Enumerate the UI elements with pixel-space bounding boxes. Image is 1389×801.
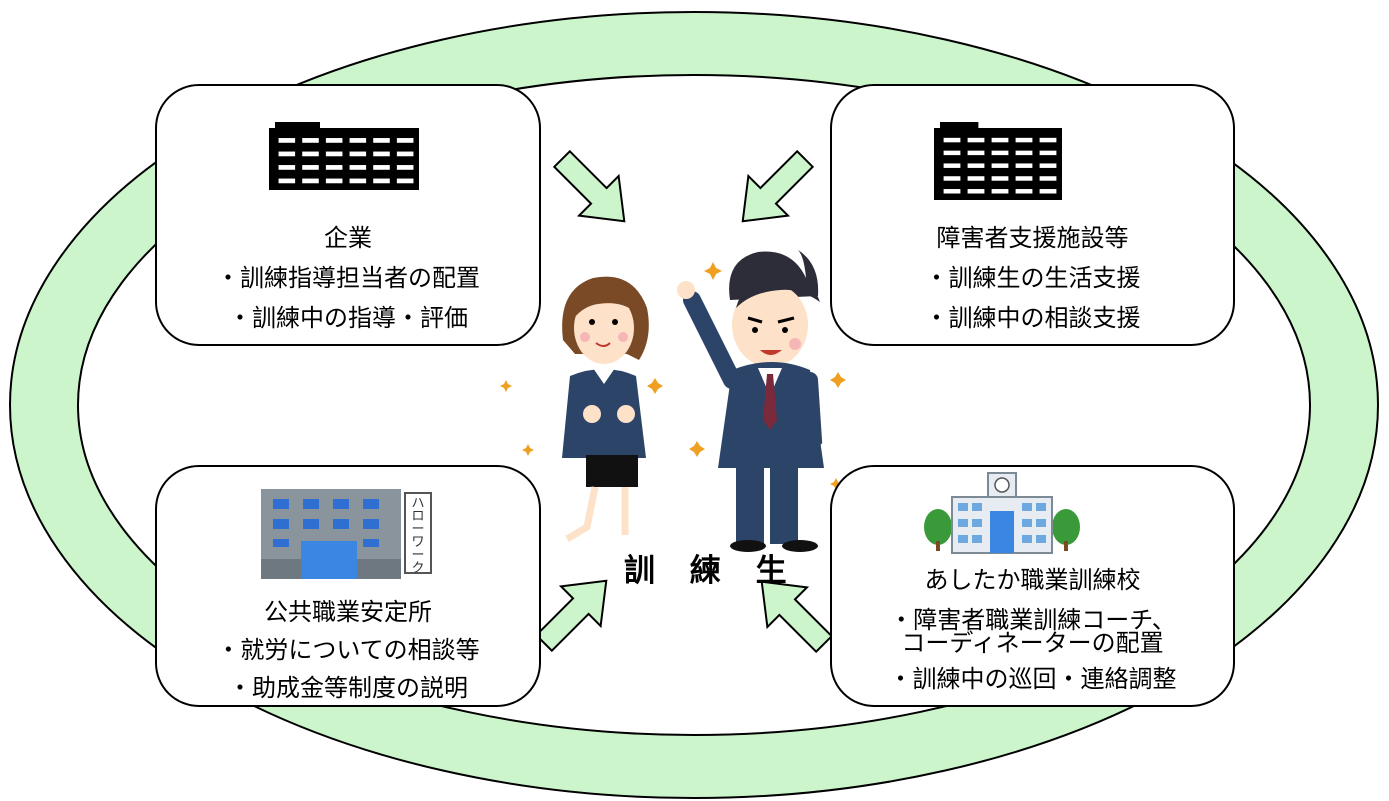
hello-work-title: 公共職業安定所 — [264, 598, 432, 626]
company-item-1: ・訓練指導担当者の配置 — [216, 264, 480, 292]
company-item-2: ・訓練中の指導・評価 — [228, 304, 468, 332]
school-building-icon — [924, 472, 1080, 554]
support-facility-title: 障害者支援施設等 — [936, 224, 1129, 252]
school-item-2: コーディネーターの配置 — [901, 629, 1164, 657]
hello-work-item-1: ・就労についての相談等 — [216, 636, 480, 664]
support-facility-item-2: ・訓練中の相談支援 — [924, 304, 1141, 332]
arrow-hellowork-to-trainee — [534, 579, 608, 653]
hello-work-item-2: ・助成金等制度の説明 — [228, 674, 468, 702]
company-title: 企業 — [324, 224, 372, 252]
arrow-facility-to-trainee — [741, 149, 815, 223]
office-building-icon — [934, 122, 1062, 200]
woman-trainee-figure — [562, 276, 649, 543]
company-node: 企業 ・訓練指導担当者の配置 ・訓練中の指導・評価 — [155, 84, 541, 346]
hello-work-node: ハローワーク 公共職業安定所 ・就労についての相談等 ・助成金等制度の説明 — [155, 465, 541, 707]
trainees-illustration-icon — [562, 250, 824, 552]
office-building-icon — [269, 122, 419, 190]
arrow-school-to-trainee — [760, 580, 834, 654]
man-trainee-figure — [677, 250, 824, 552]
school-node: あしたか職業訓練校 ・障害者職業訓練コーチ、 コーディネーターの配置 ・訓練中の… — [830, 465, 1235, 707]
school-title: あしたか職業訓練校 — [924, 566, 1141, 594]
hello-work-sign-text: ハローワーク — [411, 496, 424, 576]
support-facility-node: 障害者支援施設等 ・訓練生の生活支援 ・訓練中の相談支援 — [830, 84, 1235, 346]
arrow-company-to-trainee — [552, 149, 626, 223]
hello-work-building-icon: ハローワーク — [261, 489, 432, 579]
school-item-3: ・訓練中の巡回・連絡調整 — [888, 665, 1177, 693]
support-facility-item-1: ・訓練生の生活支援 — [924, 264, 1141, 292]
trainee-label: 訓 練 生 — [624, 553, 799, 589]
school-item-1: ・障害者職業訓練コーチ、 — [889, 606, 1176, 634]
